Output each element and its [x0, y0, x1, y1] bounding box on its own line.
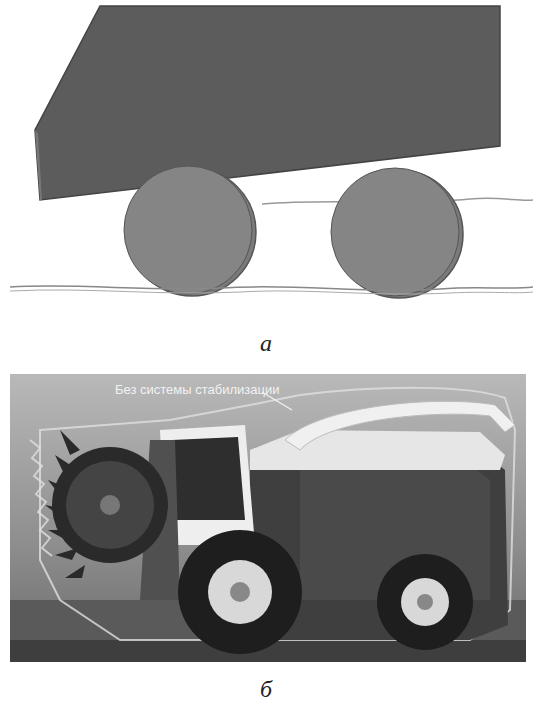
- panel-letter: б: [260, 676, 272, 703]
- schematic-model: [10, 6, 533, 298]
- callout-text: Без системы стабилизации: [115, 382, 280, 397]
- panel-letter: а: [260, 330, 272, 357]
- harvester-render: [10, 374, 526, 662]
